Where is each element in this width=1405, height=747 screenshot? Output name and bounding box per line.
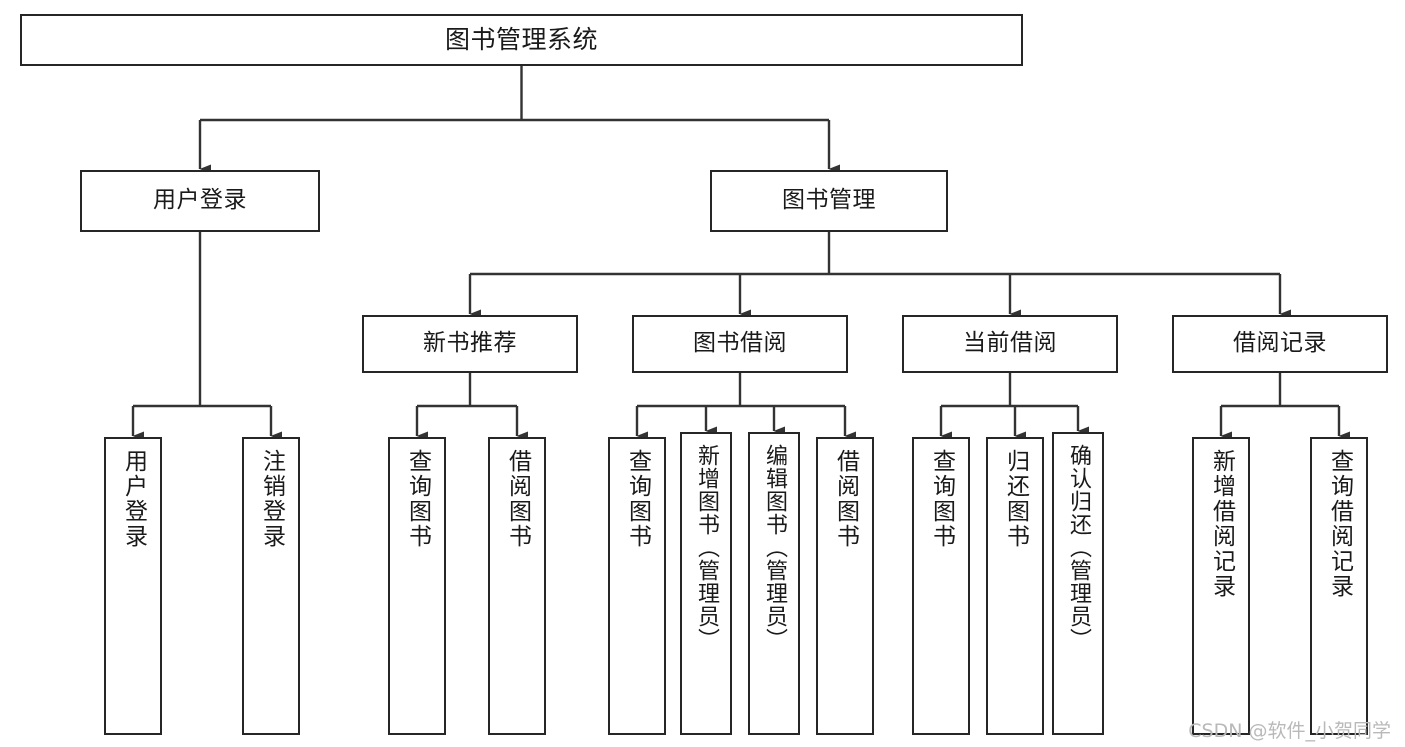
node-nb-query-book[interactable]: 查询图书 (388, 437, 446, 735)
node-label: 归还图书 (1002, 449, 1029, 549)
node-label: 编辑图书（管理员） (762, 444, 787, 651)
node-label: 查询图书 (928, 449, 955, 549)
node-user-logout[interactable]: 注销登录 (242, 437, 300, 735)
node-new-book-recommend[interactable]: 新书推荐 (362, 315, 578, 373)
node-label: 用户登录 (153, 187, 247, 214)
node-user-login[interactable]: 用户登录 (80, 170, 320, 232)
node-label: 查询图书 (624, 449, 651, 549)
node-label: 借阅图书 (832, 449, 859, 549)
watermark-label: CSDN @软件_小贺同学 (1188, 720, 1391, 742)
node-root[interactable]: 图书管理系统 (20, 14, 1023, 66)
node-label: 借阅记录 (1233, 330, 1327, 357)
node-nb-borrow-book[interactable]: 借阅图书 (488, 437, 546, 735)
node-label: 确认归还（管理员） (1066, 444, 1091, 651)
node-label: 查询图书 (404, 449, 431, 549)
node-cb-query-book[interactable]: 查询图书 (912, 437, 970, 735)
node-bb-query-book[interactable]: 查询图书 (608, 437, 666, 735)
node-label: 新增借阅记录 (1208, 449, 1235, 599)
node-label: 当前借阅 (963, 330, 1057, 357)
node-bb-edit-book[interactable]: 编辑图书（管理员） (748, 432, 800, 735)
node-br-add-record[interactable]: 新增借阅记录 (1192, 437, 1250, 735)
node-borrow-record[interactable]: 借阅记录 (1172, 315, 1388, 373)
node-bb-borrow-book[interactable]: 借阅图书 (816, 437, 874, 735)
node-label: 图书管理 (782, 187, 876, 214)
node-book-manage[interactable]: 图书管理 (710, 170, 948, 232)
node-label: 图书管理系统 (444, 25, 598, 55)
node-label: 新书推荐 (423, 330, 517, 357)
node-bb-add-book[interactable]: 新增图书（管理员） (680, 432, 732, 735)
node-label: 新增图书（管理员） (694, 444, 719, 651)
node-br-query-record[interactable]: 查询借阅记录 (1310, 437, 1368, 735)
node-label: 用户登录 (120, 449, 147, 549)
node-user-login-do[interactable]: 用户登录 (104, 437, 162, 735)
node-label: 注销登录 (258, 449, 285, 549)
node-label: 借阅图书 (504, 449, 531, 549)
node-current-borrow[interactable]: 当前借阅 (902, 315, 1118, 373)
node-label: 查询借阅记录 (1326, 449, 1353, 599)
node-cb-confirm-return[interactable]: 确认归还（管理员） (1052, 432, 1104, 735)
node-book-borrow[interactable]: 图书借阅 (632, 315, 848, 373)
node-label: 图书借阅 (693, 330, 787, 357)
node-cb-return-book[interactable]: 归还图书 (986, 437, 1044, 735)
